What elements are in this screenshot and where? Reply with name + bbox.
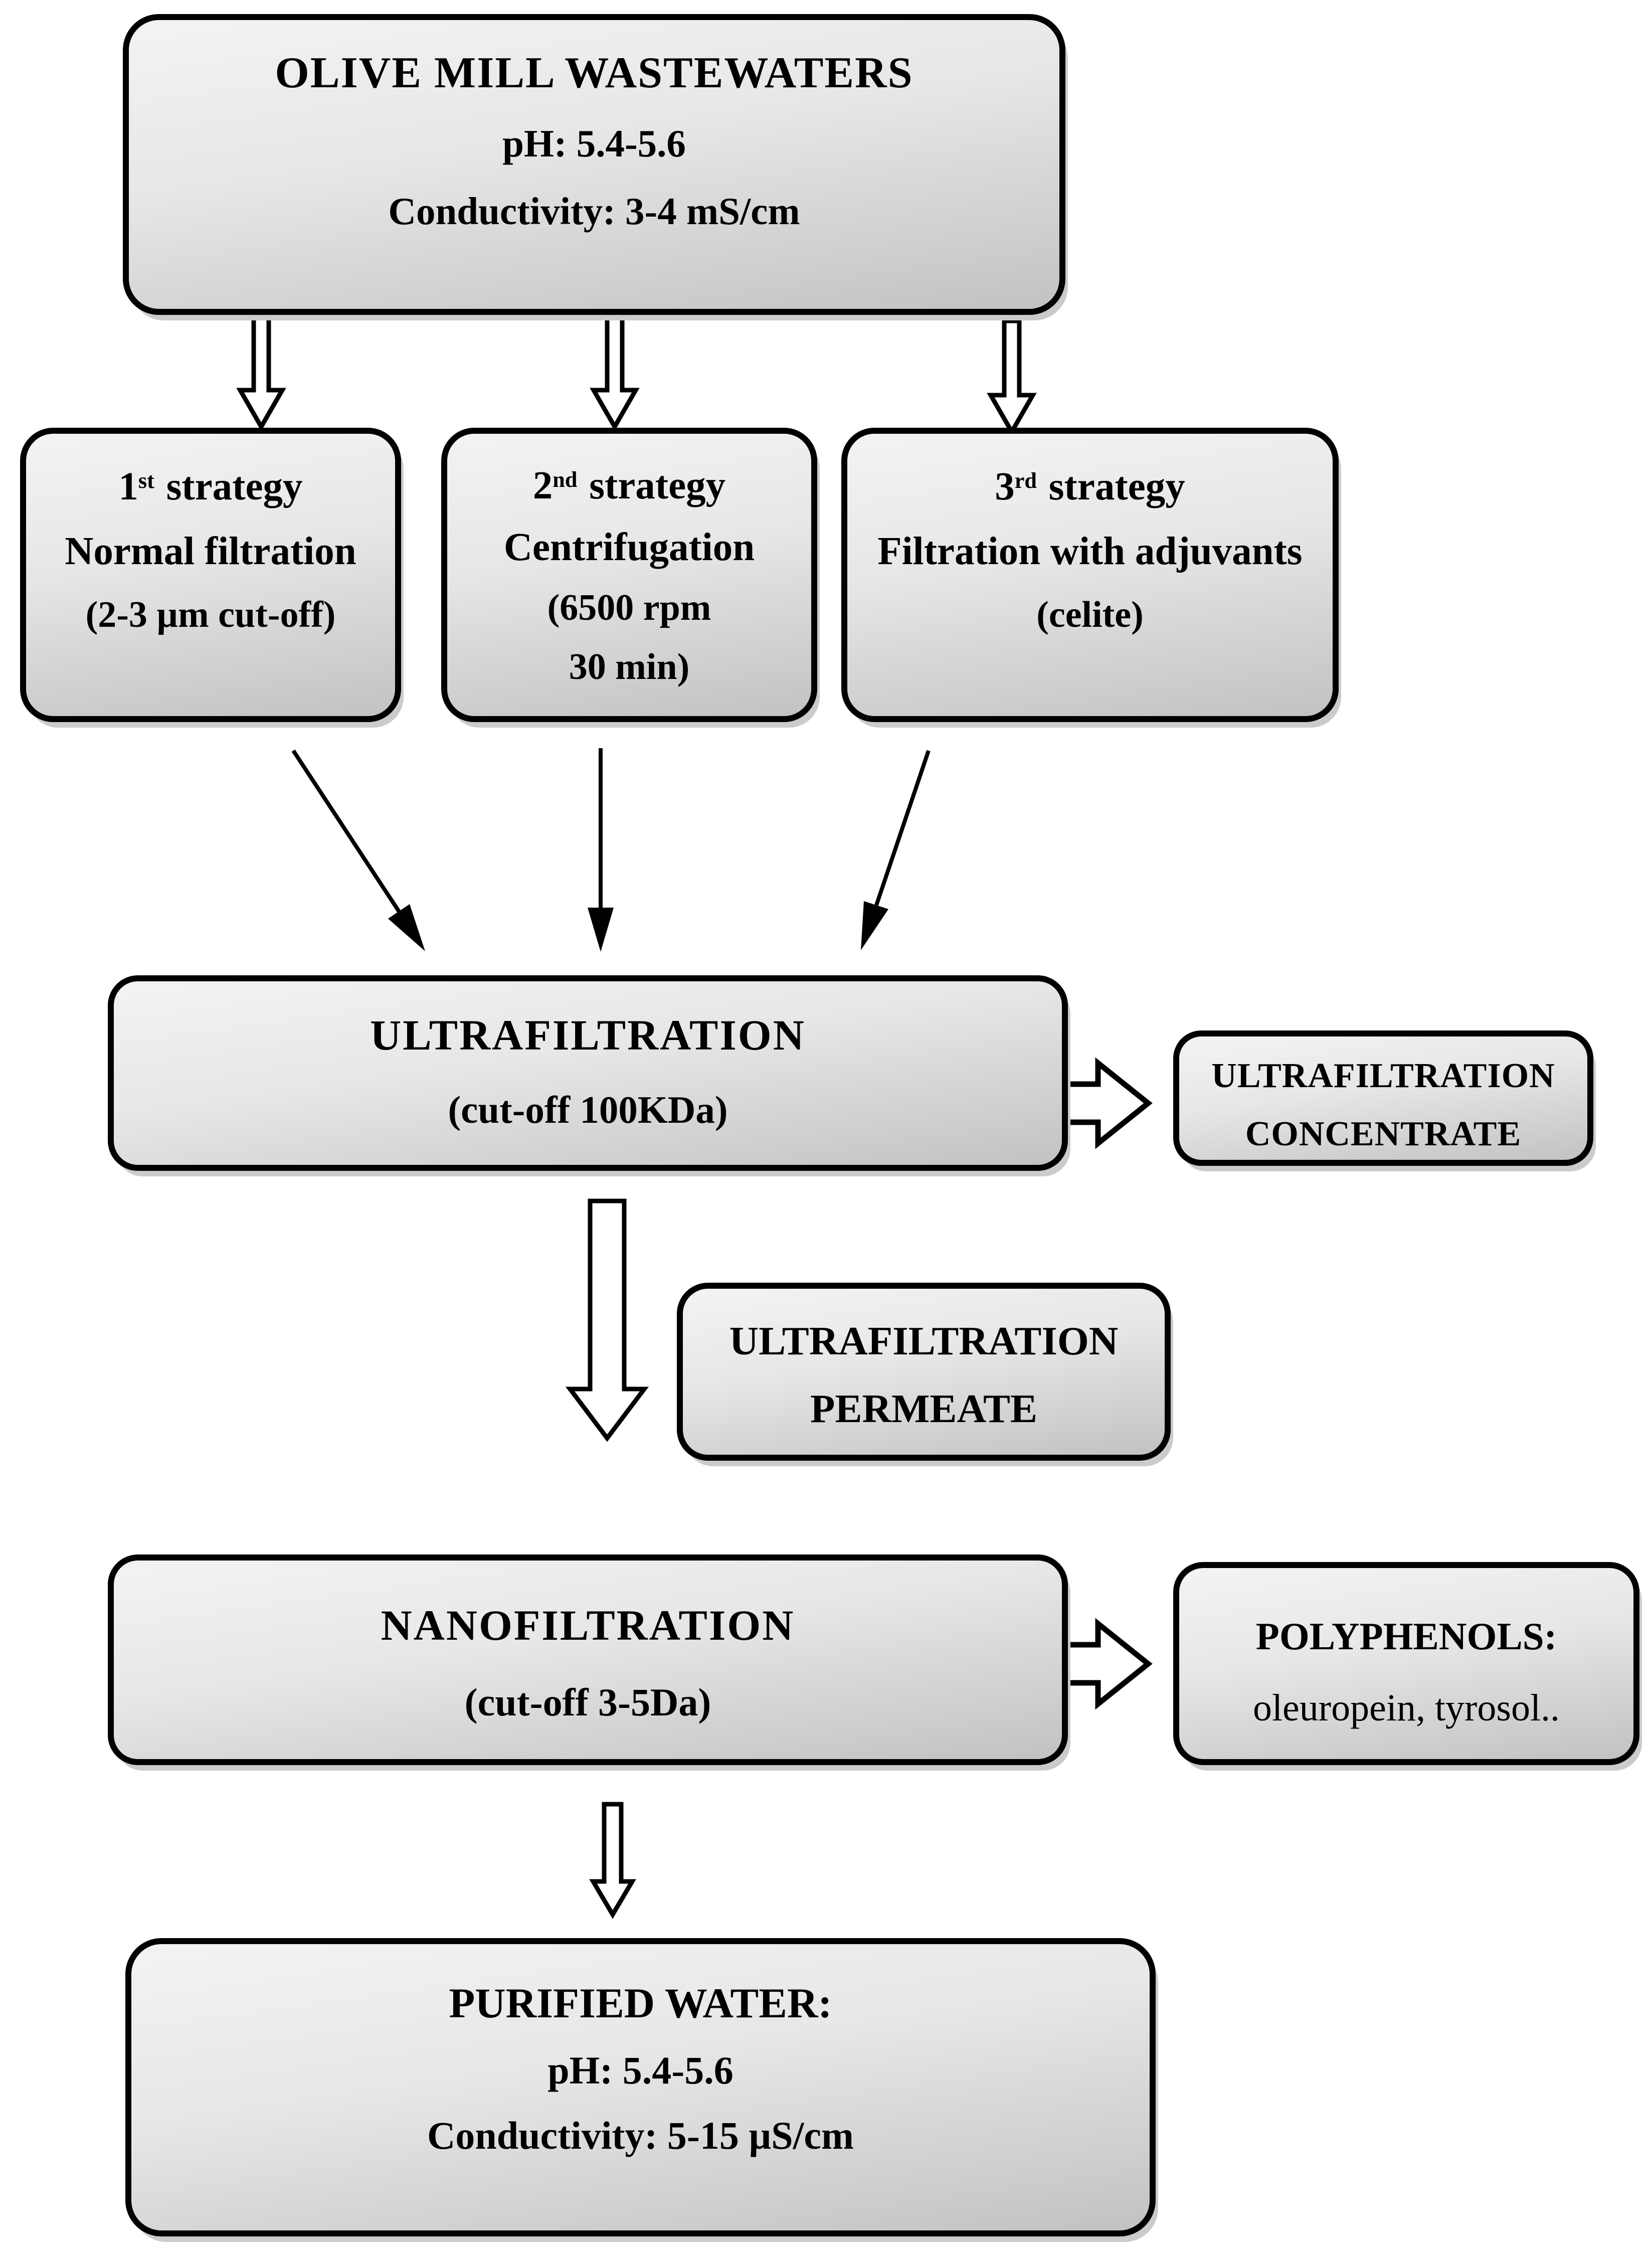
nanofiltration-detail: (cut-off 3-5Da) xyxy=(464,1680,711,1724)
arrow-line-strategy1-to-uf-icon xyxy=(291,749,425,951)
strategy-1-detail: (2-3 µm cut-off) xyxy=(85,594,336,635)
arrow-line-strategy3-to-uf-icon xyxy=(861,750,931,950)
uf-permeate-box: ULTRAFILTRATION PERMEATE xyxy=(677,1283,1171,1461)
purified-water-title: PURIFIED WATER: xyxy=(449,1980,832,2027)
arrow-right-uf-to-concentrate-icon xyxy=(1064,1057,1153,1149)
arrow-line-strategy2-to-uf-icon xyxy=(588,748,614,952)
ultrafiltration-title: ULTRAFILTRATION xyxy=(370,1011,806,1059)
source-box: OLIVE MILL WASTEWATERS pH: 5.4-5.6 Condu… xyxy=(123,14,1065,315)
nanofiltration-box: NANOFILTRATION (cut-off 3-5Da) xyxy=(108,1554,1068,1765)
strategy-3-method: Filtration with adjuvants xyxy=(877,530,1303,573)
strategy-3-detail: (celite) xyxy=(1036,594,1144,635)
polyphenols-box: POLYPHENOLS: oleuropein, tyrosol.. xyxy=(1173,1562,1639,1765)
arrow-down-source-to-strategy2-icon xyxy=(590,313,640,432)
polyphenols-detail: oleuropein, tyrosol.. xyxy=(1252,1687,1560,1729)
strategy-2-detail-line2: 30 min) xyxy=(569,646,690,687)
arrow-down-source-to-strategy1-icon xyxy=(236,313,286,432)
strategy-2-method: Centrifugation xyxy=(503,526,755,569)
strategy-2-detail-line1: (6500 rpm xyxy=(547,587,711,628)
uf-permeate-line2: PERMEATE xyxy=(810,1386,1037,1431)
purified-water-conductivity: Conductivity: 5-15 µS/cm xyxy=(427,2114,854,2157)
uf-permeate-line1: ULTRAFILTRATION xyxy=(729,1318,1119,1363)
polyphenols-title: POLYPHENOLS: xyxy=(1255,1615,1557,1658)
arrow-down-nf-to-purified-icon xyxy=(589,1802,636,1919)
source-title: OLIVE MILL WASTEWATERS xyxy=(275,49,913,97)
ultrafiltration-detail: (cut-off 100KDa) xyxy=(448,1088,728,1131)
purified-water-box: PURIFIED WATER: pH: 5.4-5.6 Conductivity… xyxy=(125,1938,1156,2236)
source-ph: pH: 5.4-5.6 xyxy=(502,122,686,165)
purified-water-ph: pH: 5.4-5.6 xyxy=(547,2048,733,2092)
arrow-down-source-to-strategy3-icon xyxy=(987,318,1037,437)
arrow-right-nf-to-polyphenols-icon xyxy=(1064,1618,1153,1710)
nanofiltration-title: NANOFILTRATION xyxy=(381,1601,795,1649)
source-conductivity: Conductivity: 3-4 mS/cm xyxy=(388,190,800,233)
strategy-1-method: Normal filtration xyxy=(65,530,356,573)
uf-concentrate-line2: CONCENTRATE xyxy=(1245,1115,1522,1153)
arrow-down-uf-to-nf-icon xyxy=(565,1198,649,1442)
uf-concentrate-line1: ULTRAFILTRATION xyxy=(1211,1057,1555,1095)
uf-concentrate-box: ULTRAFILTRATION CONCENTRATE xyxy=(1173,1030,1593,1166)
ultrafiltration-box: ULTRAFILTRATION (cut-off 100KDa) xyxy=(108,975,1068,1171)
